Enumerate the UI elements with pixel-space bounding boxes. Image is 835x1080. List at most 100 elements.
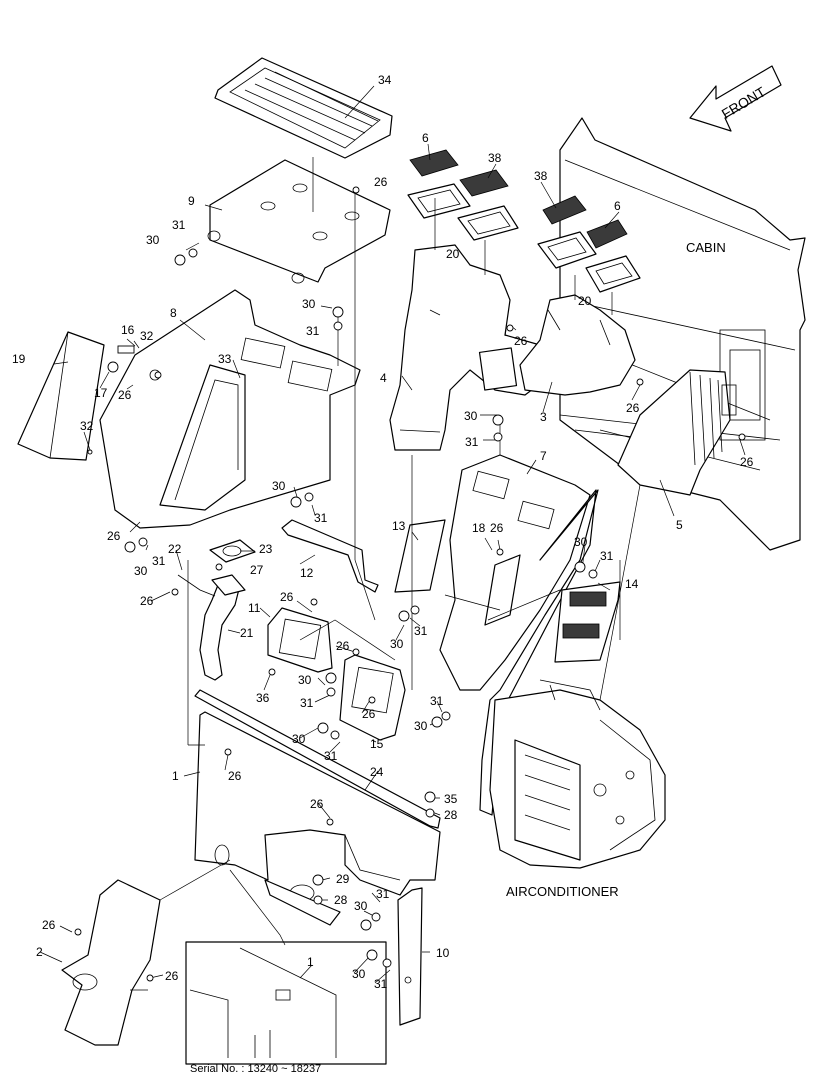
callout: 22 xyxy=(168,542,182,556)
callout: 30 xyxy=(414,719,428,733)
callout: 31 xyxy=(306,324,320,338)
airconditioner-unit: AIRCONDITIONER xyxy=(489,679,666,899)
callout: 19 xyxy=(12,352,26,366)
callout: 26 xyxy=(310,797,324,811)
callout: 23 xyxy=(259,542,273,556)
callout: 26 xyxy=(280,590,294,604)
callout: 30 xyxy=(464,409,478,423)
callout: 26 xyxy=(118,388,132,402)
callout: 16 xyxy=(121,323,135,337)
callout: 32 xyxy=(140,329,154,343)
callout: 7 xyxy=(540,449,547,463)
callout: 1 xyxy=(172,769,179,783)
callout: 26 xyxy=(490,521,504,535)
callout: 31 xyxy=(414,624,428,638)
callout: 35 xyxy=(444,792,458,806)
callout: 1 xyxy=(307,955,314,969)
vent-grilles xyxy=(407,149,641,293)
callout: 13 xyxy=(392,519,406,533)
callout: 31 xyxy=(324,749,338,763)
callout: 31 xyxy=(374,977,388,991)
callout: 12 xyxy=(300,566,314,580)
callout: 11 xyxy=(248,601,261,615)
callout: 29 xyxy=(336,872,350,886)
callout: 31 xyxy=(376,887,390,901)
part-16-17-fittings xyxy=(107,345,135,373)
part-9-cover xyxy=(207,159,391,284)
serial-label: Serial No. : 13240 ~ 18237 xyxy=(190,1063,321,1075)
callout: 4 xyxy=(380,371,387,385)
part-14-switch-panel xyxy=(554,581,621,663)
part-5-duct xyxy=(617,369,737,496)
callout: 26 xyxy=(514,334,528,348)
callout: 33 xyxy=(218,352,232,366)
part-3-duct xyxy=(519,294,636,396)
callout: 24 xyxy=(370,765,384,779)
callout: 31 xyxy=(600,549,614,563)
callout: 38 xyxy=(534,169,548,183)
part-21-pipe xyxy=(177,574,246,681)
callout: 36 xyxy=(256,691,270,705)
part-2-duct xyxy=(61,879,161,1046)
part-23-gasket xyxy=(209,539,256,563)
callout: 26 xyxy=(228,769,242,783)
callout: 26 xyxy=(107,529,121,543)
callout: 30 xyxy=(134,564,148,578)
callout: 14 xyxy=(625,577,639,591)
callout: 26 xyxy=(374,175,388,189)
callout: 20 xyxy=(446,247,460,261)
callout: 28 xyxy=(334,893,348,907)
callout: 31 xyxy=(430,694,444,708)
serial-inset: Serial No. : 13240 ~ 18237 xyxy=(185,941,387,1075)
callout: 31 xyxy=(152,554,166,568)
callout: 30 xyxy=(574,535,588,549)
callout: 30 xyxy=(352,967,366,981)
callout: 30 xyxy=(272,479,286,493)
leader-lines xyxy=(39,85,746,984)
callout: 31 xyxy=(314,511,328,525)
part-10-strip xyxy=(397,887,423,1026)
callout: 34 xyxy=(378,73,392,87)
callout: 30 xyxy=(146,233,160,247)
callout: 9 xyxy=(188,194,195,208)
bolts-and-washers xyxy=(74,186,746,982)
part-4-duct xyxy=(389,244,546,451)
callout: 17 xyxy=(94,386,108,400)
callout: 26 xyxy=(626,401,640,415)
callout: 18 xyxy=(472,521,486,535)
callouts: 34 6 38 38 6 9 26 31 30 20 20 30 31 8 16… xyxy=(12,73,754,991)
part-13-lid xyxy=(394,519,446,593)
callout: 5 xyxy=(676,518,683,532)
callout: 30 xyxy=(292,732,306,746)
cabin-label: CABIN xyxy=(686,240,726,255)
callout: 31 xyxy=(300,696,314,710)
callout: 31 xyxy=(465,435,479,449)
callout: 26 xyxy=(336,639,350,653)
callout: 38 xyxy=(488,151,502,165)
part-8-panel xyxy=(99,289,361,529)
callout: 3 xyxy=(540,410,547,424)
callout: 26 xyxy=(165,969,179,983)
callout: 26 xyxy=(140,594,154,608)
callout: 27 xyxy=(250,563,264,577)
callout: 30 xyxy=(354,899,368,913)
callout: 31 xyxy=(172,218,186,232)
callout: 28 xyxy=(444,808,458,822)
part-34-mat xyxy=(214,57,393,159)
callout: 6 xyxy=(614,199,621,213)
part-12-bracket xyxy=(281,519,379,593)
airconditioner-label: AIRCONDITIONER xyxy=(506,884,619,899)
callout: 26 xyxy=(42,918,56,932)
part-19-panel xyxy=(17,331,105,461)
callout: 15 xyxy=(370,737,384,751)
callout: 8 xyxy=(170,306,177,320)
callout: 21 xyxy=(240,626,254,640)
callout: 30 xyxy=(302,297,316,311)
part-24-bar xyxy=(194,689,441,829)
callout: 2 xyxy=(36,945,43,959)
front-arrow: FRONT xyxy=(689,65,782,132)
callout: 32 xyxy=(80,419,94,433)
callout: 20 xyxy=(578,294,592,308)
callout: 30 xyxy=(390,637,404,651)
